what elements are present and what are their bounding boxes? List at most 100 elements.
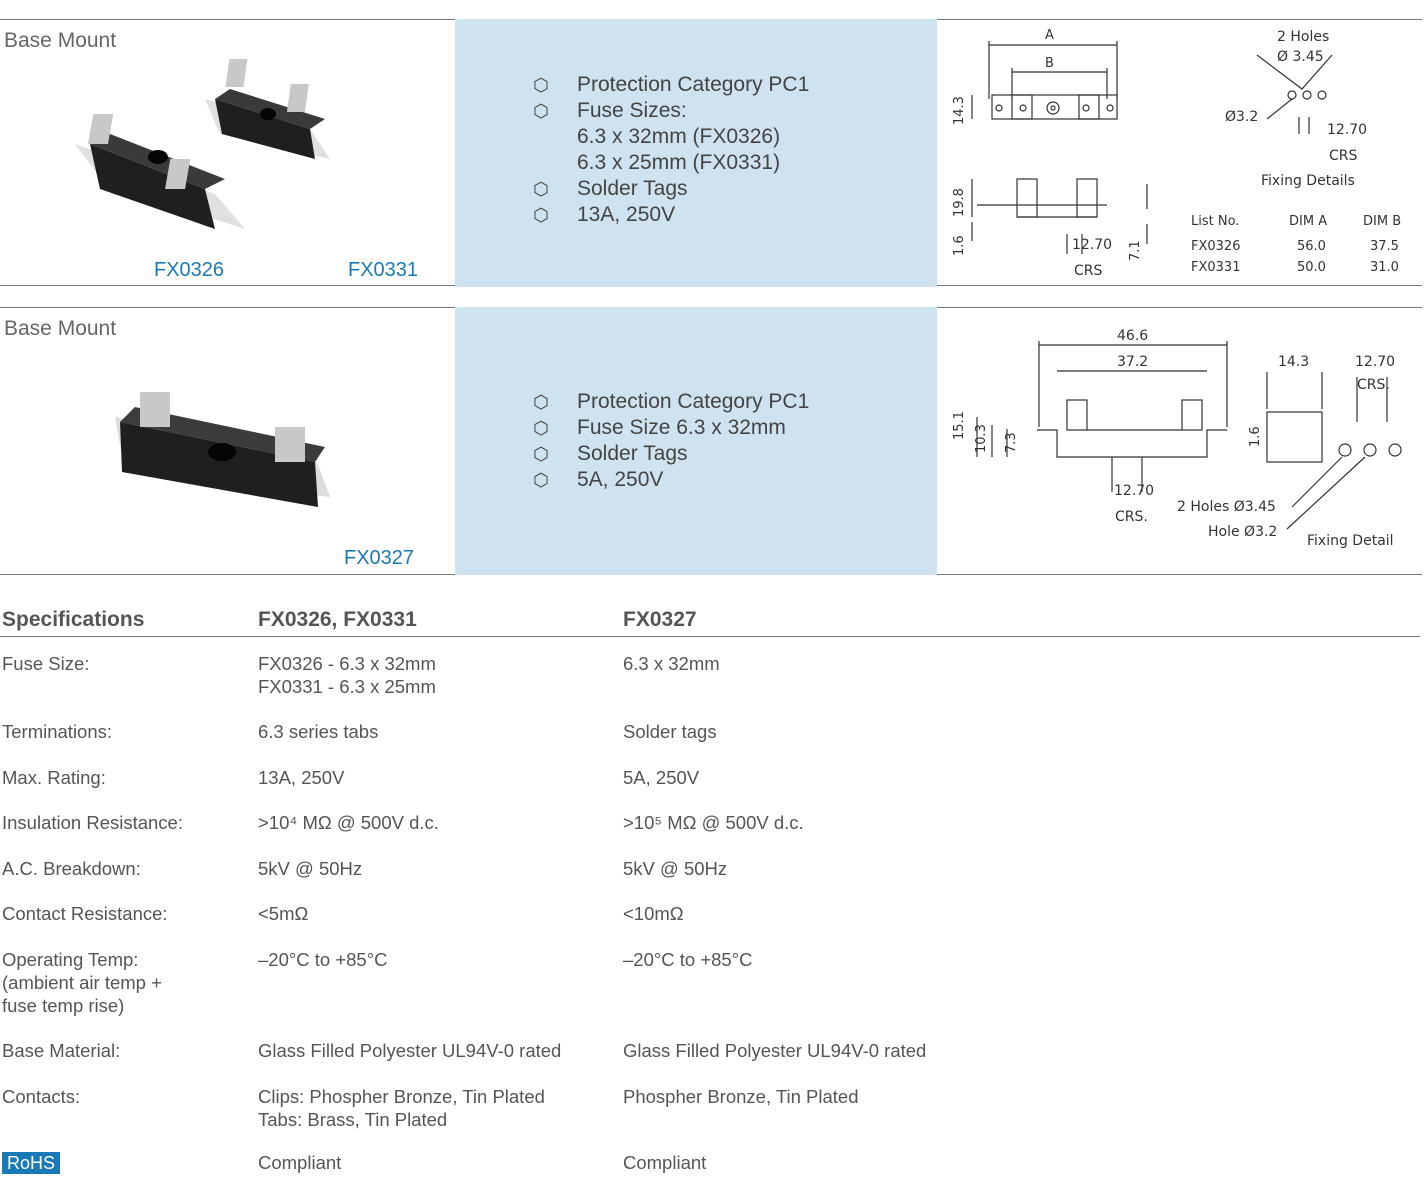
mount-label: Base Mount [4,29,117,52]
spec-label: A.C. Breakdown: [2,858,141,879]
list-cell: FX0326 [1191,239,1240,254]
feature-item: ⬡Solder Tags [533,441,809,467]
list-header-dim-a: DIM A [1289,214,1327,229]
spec-value-fx0326-fx0331: FX0326 - 6.3 x 32mm FX0331 - 6.3 x 25mm [258,653,436,697]
hole-diameter: Ø 3.45 [1277,49,1324,65]
fixing-crs-value: 12.70 [1355,354,1395,370]
feature-item: ⬡ Fuse Size 6.3 x 32mm [533,415,809,441]
height-19-8: 19.8 [952,188,967,217]
fixing-crs-label: CRS. [1357,377,1390,393]
spec-value-fx0327: Glass Filled Polyester UL94V-0 rated [623,1040,927,1061]
feature-item: ⬡ 5A, 250V [533,467,809,493]
holes-label: 2 Holes [1277,29,1329,45]
feature-text: 6.3 x 32mm (FX0326) [577,125,781,148]
divider [0,19,455,20]
feature-text: 13A, 250V [577,203,676,226]
header-specifications: Specifications [2,608,145,631]
feature-item: ⬡ Fuse Sizes: [533,98,809,124]
fixing-detail-label: Fixing Detail [1307,533,1394,549]
height-14-3: 14.3 [952,96,967,125]
list-cell: 56.0 [1297,239,1326,254]
fuse-holder-photo [75,59,330,229]
feature-item: 6.3 x 25mm (FX0331) [533,150,809,176]
specifications-header: Specifications FX0326, FX0331 FX0327 [0,600,1420,637]
spec-value-fx0327: –20°C to +85°C [623,949,753,970]
specifications-table: Specifications FX0326, FX0331 FX0327 Fus… [0,600,1420,1174]
height-7-3: 7.3 [1004,432,1019,453]
rohs-row: RoHS Compliant Compliant [0,1151,1420,1177]
rohs-value-fx0326-fx0331: Compliant [258,1152,342,1173]
dimension-drawing: A B 14.3 19.8 1.6 7.1 12.70 CRS 2 Holes … [937,19,1422,287]
spec-label: Insulation Resistance: [2,812,183,833]
fuse-holder-photo [115,392,330,507]
hexagon-bullet-icon: ⬡ [533,470,549,490]
rohs-badge: RoHS [2,1152,61,1174]
divider [0,574,455,575]
holes-label: 2 Holes Ø3.45 [1177,499,1276,515]
spec-value-fx0326-fx0331: –20°C to +85°C [258,949,388,970]
feature-text: Protection Category PC1 [577,73,810,96]
feature-text: 5A, 250V [577,468,664,491]
spec-value-fx0327: >10⁵ MΩ @ 500V d.c. [623,812,804,833]
product-photo-cell: Base Mount FX0327 [0,307,455,575]
bottom-crs-value: 12.70 [1114,483,1154,499]
feature-text: Fuse Sizes: [577,99,687,122]
spec-value-fx0326-fx0331: <5mΩ [258,903,309,924]
feature-panel: ⬡ Protection Category PC1 ⬡ Fuse Sizes: 6.3 … [455,19,937,287]
fx0327-holder-image [115,392,330,507]
feature-text: Protection Category PC1 [577,390,810,413]
hexagon-bullet-icon: ⬡ [533,75,549,95]
feature-item: ⬡ Protection Category PC1 [533,72,809,98]
spec-value-fx0327: 5A, 250V [623,767,700,788]
spec-value-fx0326-fx0331: 6.3 series tabs [258,721,379,742]
fixing-details-label: Fixing Details [1261,173,1355,189]
spec-label: Terminations: [2,721,113,742]
spec-value-fx0327: Solder tags [623,721,717,742]
spec-value-fx0327: Phospher Bronze, Tin Plated [623,1086,859,1107]
width-14-3: 14.3 [1278,354,1309,370]
divider [937,285,1422,286]
width-46-6: 46.6 [1117,328,1148,344]
list-cell: FX0331 [1191,260,1240,275]
height-7-1: 7.1 [1128,240,1143,261]
header-fx0326-fx0331: FX0326, FX0331 [258,608,417,631]
spec-label: Max. Rating: [2,767,106,788]
part-code-fx0327: FX0327 [344,547,415,569]
height-1-6: 1.6 [1248,426,1263,447]
divider [0,285,455,286]
spec-value-fx0326-fx0331: >10⁴ MΩ @ 500V d.c. [258,812,439,833]
fx0326-holder-image [75,114,245,229]
feature-text: 6.3 x 25mm (FX0331) [577,151,781,174]
product-photo-cell: Base Mount FX0326 FX0331 [0,19,455,287]
rohs-value-fx0327: Compliant [623,1152,707,1173]
product-row-fx0327: Base Mount FX0327 ⬡ Protection Category P… [0,307,1425,575]
spec-value-fx0327: 5kV @ 50Hz [623,858,728,879]
feature-item: ⬡Solder Tags [533,176,809,202]
fixing-hole-diameter: Ø3.2 [1225,109,1258,125]
mount-label: Base Mount [4,317,117,340]
crs-value: 12.70 [1072,237,1112,253]
feature-text: Solder Tags [577,442,688,465]
crs-label: CRS [1074,263,1103,279]
spec-value-fx0327: <10mΩ [623,903,684,924]
product-row-fx0326-fx0331: Base Mount FX0326 FX0331 ⬡Protection [0,19,1425,287]
spec-value-fx0326-fx0331: 13A, 250V [258,767,345,788]
fixing-crs-label: CRS [1329,148,1358,164]
spec-value-fx0326-fx0331: Glass Filled Polyester UL94V-0 rated [258,1040,562,1061]
height-15-1: 15.1 [952,411,967,440]
feature-text: Fuse Size 6.3 x 32mm [577,416,786,439]
hexagon-bullet-icon: ⬡ [533,101,549,121]
hexagon-bullet-icon: ⬡ [533,418,549,438]
spec-label: Fuse Size: [2,653,90,674]
feature-item: ⬡ Protection Category PC1 [533,389,809,415]
spec-value-fx0326-fx0331: Clips: Phospher Bronze, Tin Plated Tabs:… [258,1086,545,1130]
spec-value-fx0327: 6.3 x 32mm [623,653,720,674]
spec-label: Base Material: [2,1040,121,1061]
feature-list: ⬡ Protection Category PC1 ⬡ Fuse Sizes: 6.3 … [533,72,809,228]
hole-label: Hole Ø3.2 [1208,524,1277,540]
header-fx0327: FX0327 [623,608,697,631]
dimension-drawing-svg: A B 14.3 19.8 1.6 7.1 12.70 CRS 2 Holes … [952,28,1401,279]
bottom-crs-label: CRS. [1115,509,1148,525]
dim-b-label: B [1045,56,1054,71]
hexagon-bullet-icon: ⬡ [533,392,549,412]
